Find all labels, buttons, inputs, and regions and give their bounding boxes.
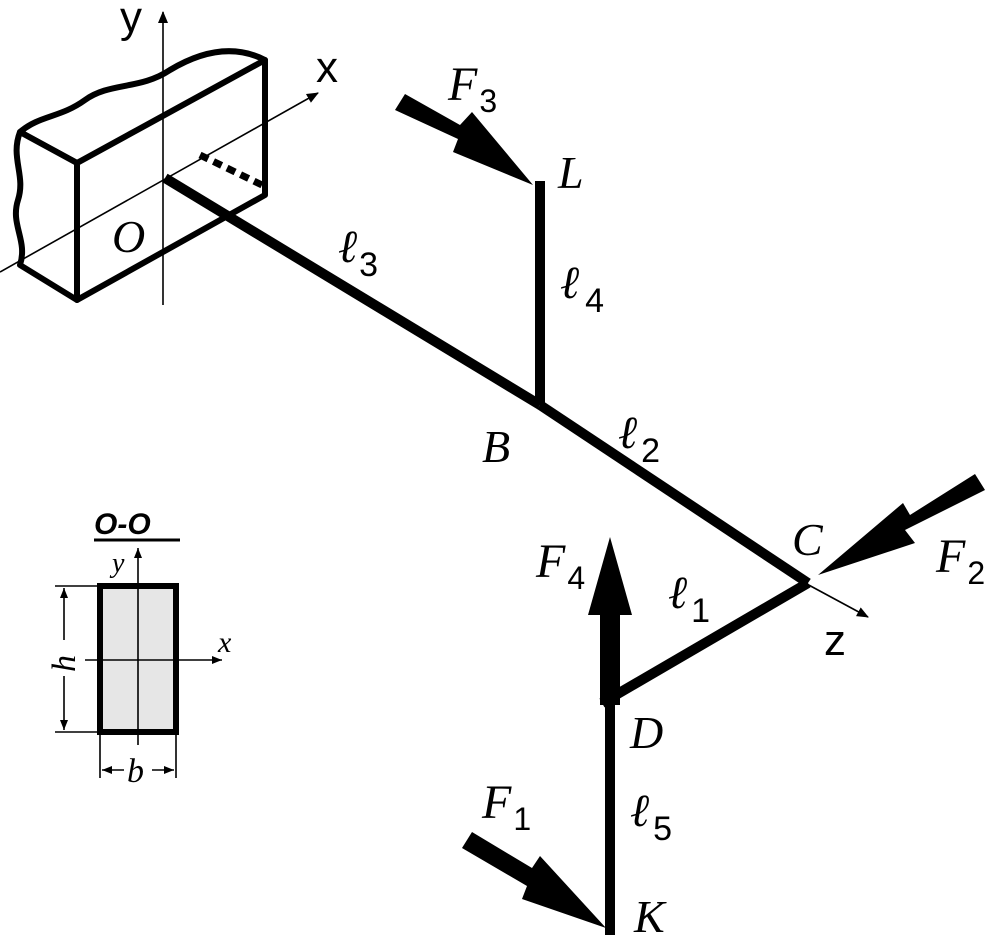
section-title: O-O [94,508,151,541]
axis-x-label: x [316,43,338,92]
axis-y-label: y [120,0,142,42]
frame-members [162,173,811,935]
force-f3-arrow [395,94,533,185]
coordinate-axes [0,11,869,618]
point-l-label: L [557,147,584,198]
point-c-label: C [792,514,824,565]
section-y-label: y [109,548,125,579]
force-f4-arrow [588,537,632,705]
member-l1 [599,578,811,708]
member-l3 [162,173,543,410]
height-label: h [46,655,83,672]
point-d-label: D [629,707,663,758]
z-axis-line [804,582,869,618]
axis-z-label: z [824,616,846,665]
point-b-label: B [482,421,510,472]
force-f3-label: F3 [447,58,497,119]
section-x-label: x [217,626,232,659]
point-k-label: K [633,891,667,942]
force-f2-label: F2 [935,530,985,591]
x-axis-line [0,92,319,273]
segment-l3-label: ℓ3 [338,221,378,284]
force-f2-arrow [818,474,985,575]
point-o-label: O [112,211,145,262]
force-arrows [395,94,985,928]
member-l2 [537,400,811,588]
force-f4-label: F4 [535,535,585,596]
width-label: b [127,753,144,790]
cross-section-oo: O-O y x h b [46,508,232,790]
force-f1-arrow [462,832,606,928]
force-f1-label: F1 [481,776,531,837]
wall-support [12,48,268,303]
